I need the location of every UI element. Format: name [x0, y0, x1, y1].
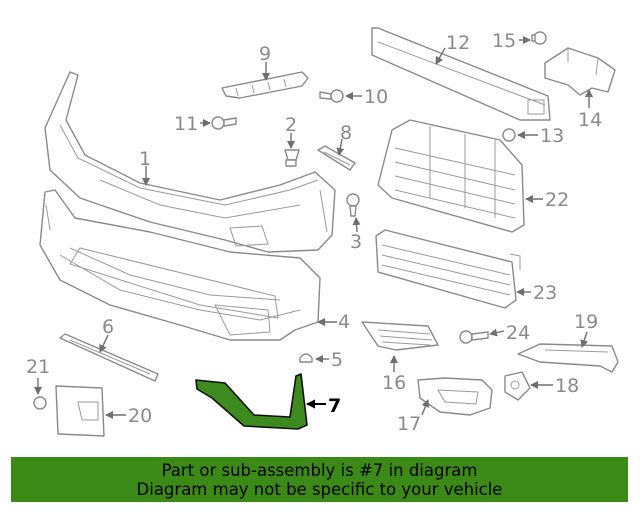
callout-18: 18 — [555, 375, 579, 397]
callout-1: 1 — [139, 148, 151, 170]
callout-17: 17 — [397, 413, 421, 435]
callout-20: 20 — [128, 405, 152, 427]
banner-line-part-number: Part or sub-assembly is #7 in diagram — [161, 460, 478, 480]
callout-11: 11 — [174, 113, 198, 135]
callout-10: 10 — [364, 86, 388, 108]
side-bracket-part-19 — [517, 343, 619, 373]
banner-line-disclaimer: Diagram may not be specific to your vehi… — [136, 479, 503, 499]
clip-part-5 — [299, 353, 313, 363]
bolt-part-10 — [319, 89, 344, 103]
callout-12: 12 — [446, 32, 470, 54]
grille-trim-part-17 — [417, 377, 493, 416]
callout-14: 14 — [578, 109, 602, 131]
callout-6: 6 — [102, 316, 114, 338]
bolt-part-21 — [33, 396, 47, 410]
bracket-part-8 — [317, 145, 356, 171]
clip-part-13 — [502, 128, 516, 142]
callout-8: 8 — [340, 122, 352, 144]
bolt-part-15 — [531, 31, 547, 45]
callout-19: 19 — [574, 311, 598, 333]
callout-3: 3 — [350, 231, 362, 253]
callout-2: 2 — [285, 114, 297, 136]
plate-bracket-part-20 — [55, 385, 105, 437]
reinforcement-bar-part-12 — [371, 27, 551, 121]
grille-part-16 — [361, 321, 439, 351]
bolt-part-11 — [211, 116, 237, 130]
callout-23: 23 — [533, 282, 557, 304]
callout-13: 13 — [540, 125, 564, 147]
clip-part-2 — [284, 149, 300, 167]
callout-4: 4 — [338, 311, 350, 333]
callout-15: 15 — [492, 30, 516, 52]
bracket-part-18 — [504, 371, 531, 401]
bracket-part-14 — [544, 47, 616, 96]
callout-9: 9 — [259, 43, 271, 65]
bolt-part-24 — [459, 330, 489, 344]
shutter-assembly-part-22 — [377, 119, 525, 233]
molding-strip-part-6 — [59, 333, 159, 382]
callout-21: 21 — [26, 356, 50, 378]
bracket-part-7-highlighted — [195, 373, 308, 430]
callout-7: 7 — [328, 395, 341, 417]
callout-24: 24 — [506, 322, 530, 344]
lower-bumper-cover-part — [39, 189, 321, 341]
callout-numbers: 1 2 3 4 5 6 7 8 9 10 11 12 13 14 15 16 1… — [26, 30, 602, 435]
callout-5: 5 — [331, 349, 343, 371]
leader-lines — [34, 36, 593, 419]
part-info-banner: Part or sub-assembly is #7 in diagram Di… — [11, 457, 628, 502]
callout-22: 22 — [545, 189, 569, 211]
lower-shutter-part-23 — [375, 229, 521, 309]
retainer-part-9 — [221, 71, 309, 99]
bolt-part-3 — [346, 193, 360, 217]
upper-bumper-cover-part — [44, 71, 336, 253]
callout-16: 16 — [382, 372, 406, 394]
